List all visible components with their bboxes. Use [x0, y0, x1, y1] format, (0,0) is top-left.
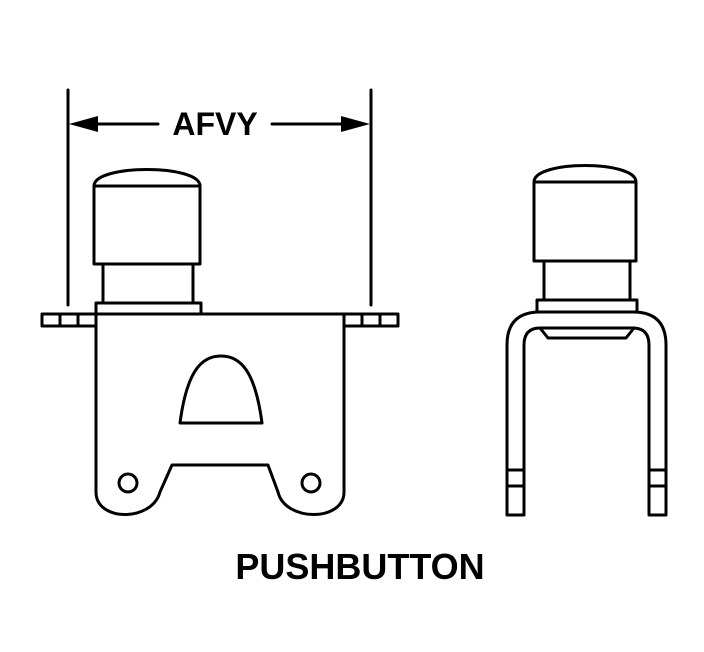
front-view — [40, 168, 400, 516]
front-button-cap — [92, 168, 202, 266]
dimension-label: AFVY — [172, 106, 257, 142]
mounting-hole-left — [117, 472, 139, 494]
side-collar — [535, 298, 639, 314]
front-collar — [94, 301, 203, 316]
diagram-caption: PUSHBUTTON — [235, 546, 484, 587]
side-view — [505, 164, 668, 517]
arched-window — [178, 354, 264, 425]
side-stem — [542, 259, 632, 302]
side-button-cap — [532, 164, 638, 263]
front-body — [94, 312, 346, 516]
mounting-hole-right — [300, 472, 322, 494]
dimension-annotation: AFVY — [66, 88, 373, 307]
side-inner-plate — [538, 326, 636, 340]
side-bracket — [505, 310, 668, 517]
arrowhead-left — [69, 116, 98, 132]
front-stem — [101, 262, 195, 305]
arrowhead-right — [341, 116, 370, 132]
